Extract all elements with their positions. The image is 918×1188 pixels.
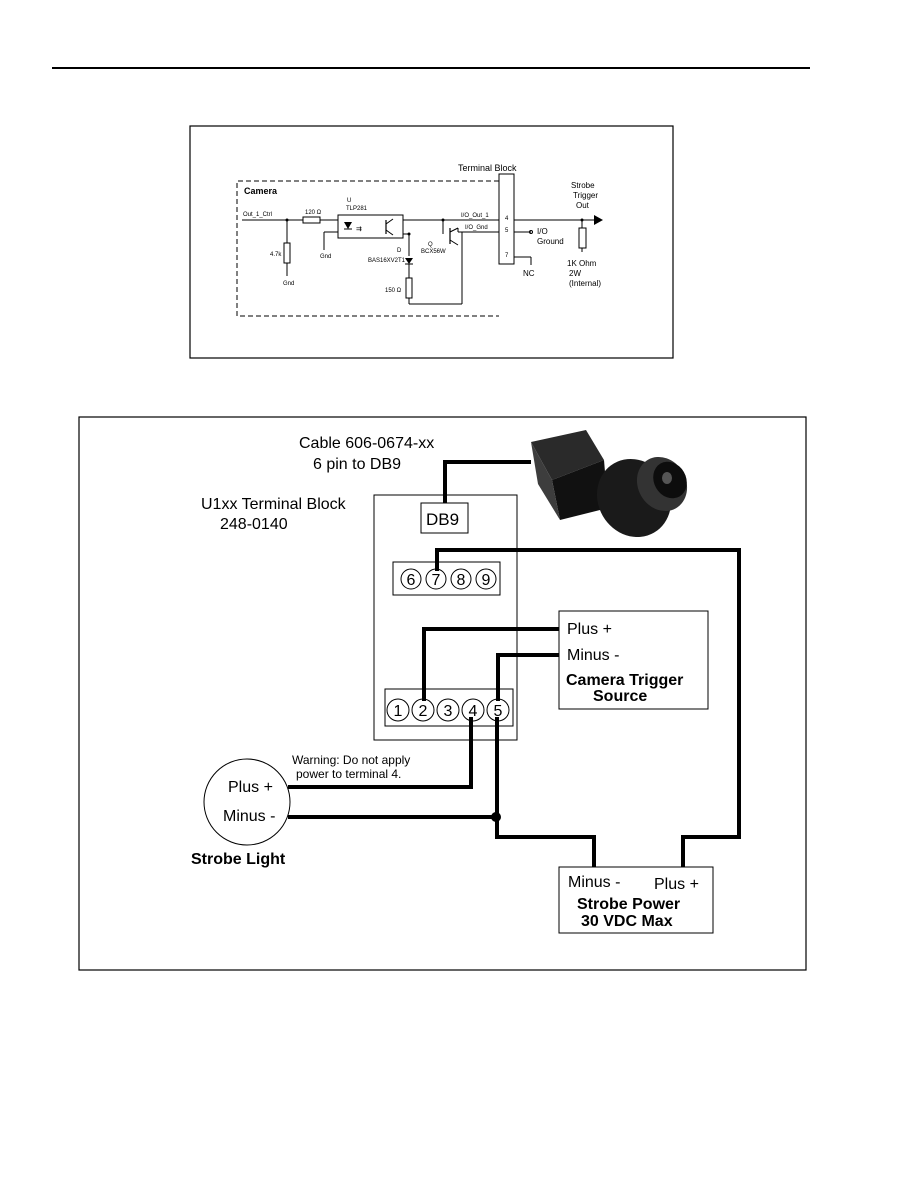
resistor-series [302, 216, 321, 224]
top-pin-label-7: 7 [432, 572, 441, 589]
camera-trigger-source-box [558, 610, 709, 710]
wire-pin5-power-minus [495, 717, 596, 867]
opto-transistor-c [385, 218, 394, 225]
camera-boundary [236, 180, 499, 317]
pin-5-label: 5 [505, 228, 509, 234]
camera-label: Camera [244, 186, 278, 196]
resistor-pulldown [283, 242, 291, 264]
strobe-light-label: Strobe Light [191, 851, 286, 868]
block-label-1: U1xx Terminal Block [201, 496, 347, 513]
res-label-3: (Internal) [569, 279, 601, 288]
pin-4-label: 4 [505, 216, 509, 222]
strobe-label-2: Trigger [573, 191, 598, 200]
warning-line-2: power to terminal 4. [296, 767, 401, 781]
strobe-wiring-diagram: Cable 606-0674-xx 6 pin to DB9 U1xx Term… [78, 416, 807, 971]
bottom-pin-1 [386, 698, 410, 722]
bottom-pin-label-5: 5 [494, 703, 503, 720]
io-ground-label-2: Ground [537, 237, 564, 246]
schematic-frame [189, 125, 674, 359]
bottom-pin-label-1: 1 [394, 703, 403, 720]
trigger-title-2: Source [593, 688, 647, 705]
cable-label-2: 6 pin to DB9 [313, 456, 401, 473]
terminal-block [498, 173, 515, 265]
power-title-2: 30 VDC Max [581, 913, 673, 930]
wire-pin4-strobe-plus [288, 717, 473, 789]
io-out-label: I/O_Out_1 [461, 213, 489, 219]
opto-light-arrows: ⇉ [356, 226, 362, 233]
top-pin-label-6: 6 [407, 572, 416, 589]
camera-image [531, 430, 688, 538]
opto-led [344, 222, 352, 229]
strobe-power-box [558, 866, 714, 934]
trigger-title-1: Camera Trigger [566, 672, 683, 689]
nc-label: NC [523, 269, 535, 278]
resistor-series-label: 120 Ω [305, 210, 322, 216]
opto-label: TLP281 [346, 206, 368, 212]
wire-pin2-trigger-plus [422, 627, 559, 701]
wire-junction [491, 812, 501, 822]
header-rule [52, 67, 810, 69]
pin-7-label: 7 [505, 253, 509, 259]
strobe-output-schematic: Camera Terminal Block 4 5 7 Out_1_Ctrl 1… [189, 125, 674, 359]
io-ground-terminal [529, 230, 533, 234]
diode-label: BAS16XV2T1 [368, 258, 406, 264]
strobe-label-3: Out [576, 201, 590, 210]
bottom-pin-label-2: 2 [419, 703, 428, 720]
resistor-pulldown-label: 4.7k [270, 252, 282, 258]
bottom-pin-label-3: 3 [444, 703, 453, 720]
optocoupler [337, 214, 404, 239]
resistor-emitter-label: 150 Ω [385, 288, 402, 294]
trigger-minus-label: Minus - [567, 647, 619, 664]
strobe-light-circle [203, 758, 291, 846]
diode [405, 258, 413, 264]
power-minus-label: Minus - [568, 874, 620, 891]
gnd2-label: Gnd [320, 254, 331, 260]
top-pin-9 [475, 568, 497, 590]
res-label-2: 2W [569, 269, 581, 278]
io-gnd-label: I/O_Gnd [465, 225, 488, 231]
out-ctrl-label: Out_1_Ctrl [243, 212, 272, 218]
trigger-plus-label: Plus + [567, 621, 612, 638]
resistor-emitter [405, 277, 413, 299]
wire-pin5-trigger-minus [496, 653, 559, 701]
strobe-minus-label: Minus - [223, 808, 275, 825]
top-pin-label-8: 8 [457, 572, 466, 589]
block-label-2: 248-0140 [220, 516, 288, 533]
power-plus-label: Plus + [654, 876, 699, 893]
q-e [449, 239, 459, 246]
resistor-internal [578, 227, 587, 249]
io-ground-label-1: I/O [537, 227, 548, 236]
cable-label-1: Cable 606-0674-xx [299, 435, 434, 452]
strobe-plus-label: Plus + [228, 779, 273, 796]
res-label-1: 1K Ohm [567, 259, 597, 268]
strobe-arrow [594, 215, 603, 225]
opto-transistor-e [385, 229, 394, 236]
db9-label: DB9 [426, 510, 459, 529]
top-pin-8 [450, 568, 472, 590]
transistor-label: BCX56W [421, 249, 446, 255]
top-pin-6 [400, 568, 422, 590]
q-ref: Q [428, 242, 433, 248]
d-ref: D [397, 248, 402, 254]
wire-pin7-power-plus [435, 548, 741, 867]
power-title-1: Strobe Power [577, 896, 680, 913]
terminal-block-label: Terminal Block [458, 163, 517, 173]
u1-ref: U [347, 198, 351, 204]
bottom-pin-3 [436, 698, 460, 722]
wire-db9-camera [443, 460, 531, 503]
strobe-label-1: Strobe [571, 181, 595, 190]
warning-line-1: Warning: Do not apply [292, 753, 410, 767]
q-c [449, 227, 459, 233]
bottom-pin-label-4: 4 [469, 703, 478, 720]
gnd1-label: Gnd [283, 281, 294, 287]
top-pin-label-9: 9 [482, 572, 491, 589]
